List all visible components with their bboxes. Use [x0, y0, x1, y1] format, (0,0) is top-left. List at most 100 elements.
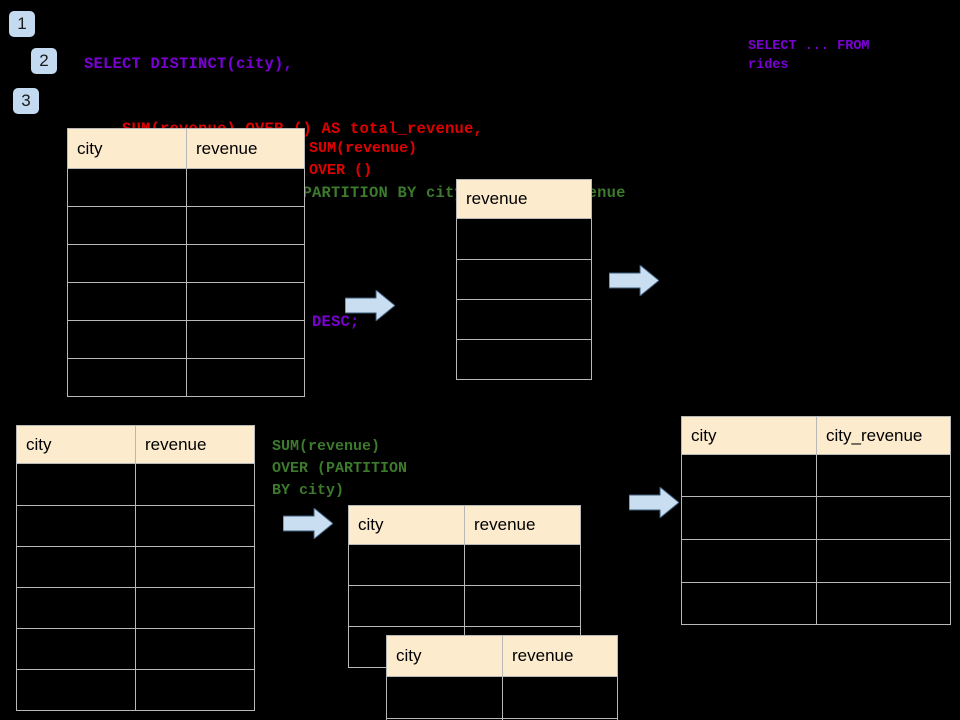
table-header-row: revenue — [456, 179, 592, 219]
table-row — [456, 218, 592, 260]
table-row — [67, 282, 305, 321]
cell-revenue — [464, 585, 581, 627]
cell-revenue — [456, 259, 592, 300]
column-header-city: city — [386, 635, 503, 677]
cell-city — [348, 544, 465, 586]
table-row — [456, 259, 592, 300]
cell-city — [681, 582, 817, 625]
annotation-sum-over-empty: SUM(revenue) OVER () — [309, 140, 418, 179]
column-header-city: city — [16, 425, 136, 464]
cell-city — [681, 496, 817, 540]
rides-source-table-top: city revenue — [67, 128, 305, 397]
column-header-city-revenue: city_revenue — [816, 416, 951, 455]
cell-city — [681, 539, 817, 583]
cell-revenue — [456, 339, 592, 380]
table-row — [16, 505, 255, 547]
table-row — [681, 582, 951, 625]
table-row — [348, 585, 581, 627]
partition-group-table-back: city revenue — [348, 505, 581, 668]
arrow-total-to-next — [609, 265, 659, 296]
cell-city — [67, 244, 187, 283]
cell-city — [348, 585, 465, 627]
cell-city-revenue — [816, 496, 951, 540]
table-row — [67, 320, 305, 359]
cell-revenue — [502, 718, 618, 720]
table-row — [67, 206, 305, 245]
cell-revenue — [186, 244, 305, 283]
cell-city — [67, 282, 187, 321]
table-header-row: city revenue — [348, 505, 581, 545]
total-revenue-table: revenue — [456, 179, 592, 380]
cell-city — [67, 206, 187, 245]
step-badge-3[interactable]: 3 — [13, 88, 39, 114]
column-header-revenue: revenue — [135, 425, 255, 464]
table-row — [16, 628, 255, 670]
cell-city — [386, 676, 503, 719]
cell-city — [16, 587, 136, 629]
table-header-row: city revenue — [67, 128, 305, 169]
table-row — [386, 718, 618, 720]
cell-city-revenue — [816, 454, 951, 497]
cell-revenue — [186, 206, 305, 245]
cell-city — [16, 546, 136, 588]
cell-revenue — [186, 282, 305, 321]
table-row — [16, 587, 255, 629]
column-header-revenue: revenue — [186, 128, 305, 169]
cell-city — [16, 505, 136, 547]
cell-revenue — [186, 358, 305, 397]
table-row — [681, 496, 951, 540]
table-row — [681, 454, 951, 497]
table-row — [67, 358, 305, 397]
table-header-row: city city_revenue — [681, 416, 951, 455]
cell-revenue — [135, 628, 255, 670]
cell-city — [67, 358, 187, 397]
column-header-revenue: revenue — [456, 179, 592, 219]
annotation-sum-over-partition: SUM(revenue) OVER (PARTITION BY city) — [272, 438, 408, 499]
table-header-row: city revenue — [16, 425, 255, 464]
table-row — [16, 546, 255, 588]
arrow-source-to-partition — [283, 508, 333, 539]
cell-revenue — [135, 505, 255, 547]
column-header-city: city — [348, 505, 465, 545]
cell-revenue — [135, 463, 255, 506]
column-header-city: city — [67, 128, 187, 169]
cell-city — [67, 168, 187, 207]
table-row — [681, 539, 951, 583]
annotation-select-from-rides: SELECT ... FROM rides — [748, 39, 870, 73]
cell-revenue — [502, 676, 618, 719]
cell-revenue — [186, 168, 305, 207]
step-badge-2[interactable]: 2 — [31, 48, 57, 74]
city-revenue-result-table: city city_revenue — [681, 416, 951, 625]
rides-source-table-bottom: city revenue — [16, 425, 255, 711]
arrow-partition-to-result — [629, 487, 679, 518]
table-row — [456, 299, 592, 340]
cell-revenue — [456, 218, 592, 260]
table-row — [67, 244, 305, 283]
cell-city-revenue — [816, 582, 951, 625]
cell-city — [16, 628, 136, 670]
cell-city — [16, 463, 136, 506]
step-badge-1[interactable]: 1 — [9, 11, 35, 37]
cell-revenue — [135, 669, 255, 711]
cell-revenue — [456, 299, 592, 340]
table-row — [456, 339, 592, 380]
cell-city — [16, 669, 136, 711]
cell-revenue — [135, 587, 255, 629]
partition-group-table-front: city revenue — [386, 635, 618, 720]
table-row — [348, 544, 581, 586]
table-header-row: city revenue — [386, 635, 618, 677]
column-header-city: city — [681, 416, 817, 455]
table-row — [386, 676, 618, 719]
column-header-revenue: revenue — [464, 505, 581, 545]
sql-line-1: SELECT DISTINCT(city), — [84, 55, 294, 73]
column-header-revenue: revenue — [502, 635, 618, 677]
table-row — [16, 669, 255, 711]
table-row — [16, 463, 255, 506]
cell-city — [681, 454, 817, 497]
cell-revenue — [464, 544, 581, 586]
cell-city — [67, 320, 187, 359]
cell-revenue — [135, 546, 255, 588]
cell-revenue — [186, 320, 305, 359]
cell-city-revenue — [816, 539, 951, 583]
